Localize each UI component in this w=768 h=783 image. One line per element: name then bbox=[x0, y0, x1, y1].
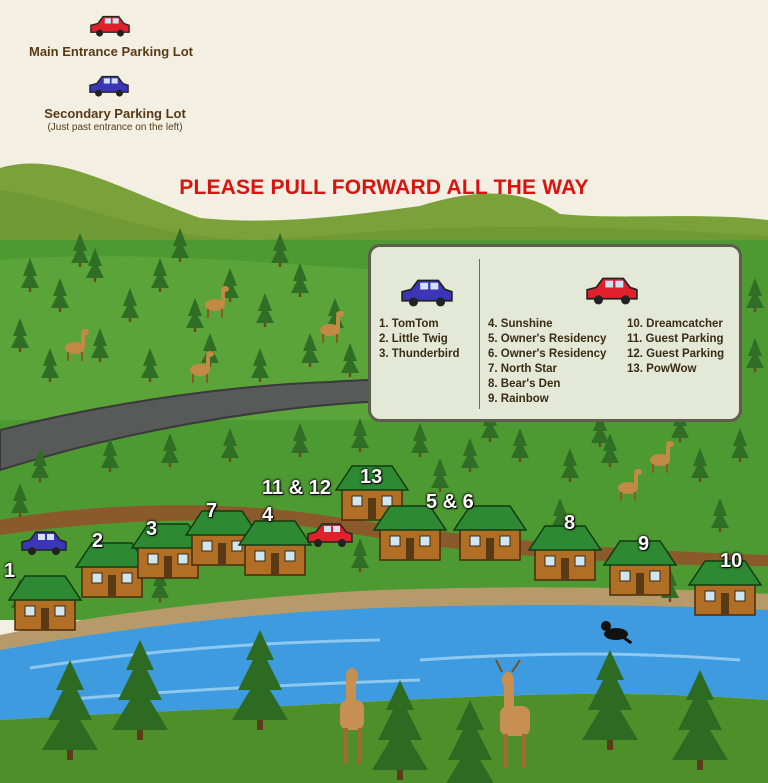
blue-car-icon bbox=[401, 279, 453, 308]
key-item: 6. Owner's Residency bbox=[488, 348, 607, 360]
cabin-number-4: 4 bbox=[262, 504, 274, 526]
main-lot-label: Main Entrance Parking Lot bbox=[29, 44, 193, 59]
key-item: 4. Sunshine bbox=[488, 318, 553, 330]
red-lot-list-2: 10. Dreamcatcher 11. Guest Parking 12. G… bbox=[627, 317, 724, 377]
cabin-number-2: 2 bbox=[92, 530, 104, 552]
cabin-number-5-6: 5 & 6 bbox=[426, 491, 474, 513]
red-car-icon bbox=[586, 277, 638, 306]
key-item: 12. Guest Parking bbox=[627, 348, 725, 360]
cabin-number-11-12: 11 & 12 bbox=[262, 477, 331, 499]
secondary-lot-note: (Just past entrance on the left) bbox=[47, 122, 183, 133]
cabin-number-13: 13 bbox=[360, 466, 383, 488]
red-car-icon bbox=[90, 15, 130, 38]
key-item: 9. Rainbow bbox=[488, 393, 549, 405]
key-item: 1. TomTom bbox=[379, 318, 439, 330]
key-item: 11. Guest Parking bbox=[627, 333, 724, 345]
key-item: 7. North Star bbox=[488, 363, 558, 375]
key-item: 8. Bear's Den bbox=[488, 378, 561, 390]
red-lot-list-1: 4. Sunshine 5. Owner's Residency 6. Owne… bbox=[488, 317, 606, 407]
cabin-number-1: 1 bbox=[4, 560, 16, 582]
blue-lot-list: 1. TomTom 2. Little Twig 3. Thunderbird bbox=[379, 317, 460, 362]
key-item: 3. Thunderbird bbox=[379, 348, 460, 360]
key-item: 13. PowWow bbox=[627, 363, 697, 375]
cabin-number-10: 10 bbox=[720, 550, 743, 572]
key-item: 2. Little Twig bbox=[379, 333, 448, 345]
cabin-number-3: 3 bbox=[146, 518, 158, 540]
secondary-lot-label: Secondary Parking Lot bbox=[44, 106, 186, 121]
key-divider bbox=[479, 259, 480, 409]
key-item: 5. Owner's Residency bbox=[488, 333, 607, 345]
cabin-key: 1. TomTom 2. Little Twig 3. Thunderbird … bbox=[368, 244, 742, 422]
cabin-number-7: 7 bbox=[206, 500, 218, 522]
pull-forward-notice: PLEASE PULL FORWARD ALL THE WAY bbox=[179, 176, 589, 199]
cabin-number-9: 9 bbox=[638, 533, 650, 555]
key-item: 10. Dreamcatcher bbox=[627, 318, 723, 330]
cabin-number-8: 8 bbox=[564, 512, 576, 534]
blue-car-icon bbox=[89, 75, 129, 98]
